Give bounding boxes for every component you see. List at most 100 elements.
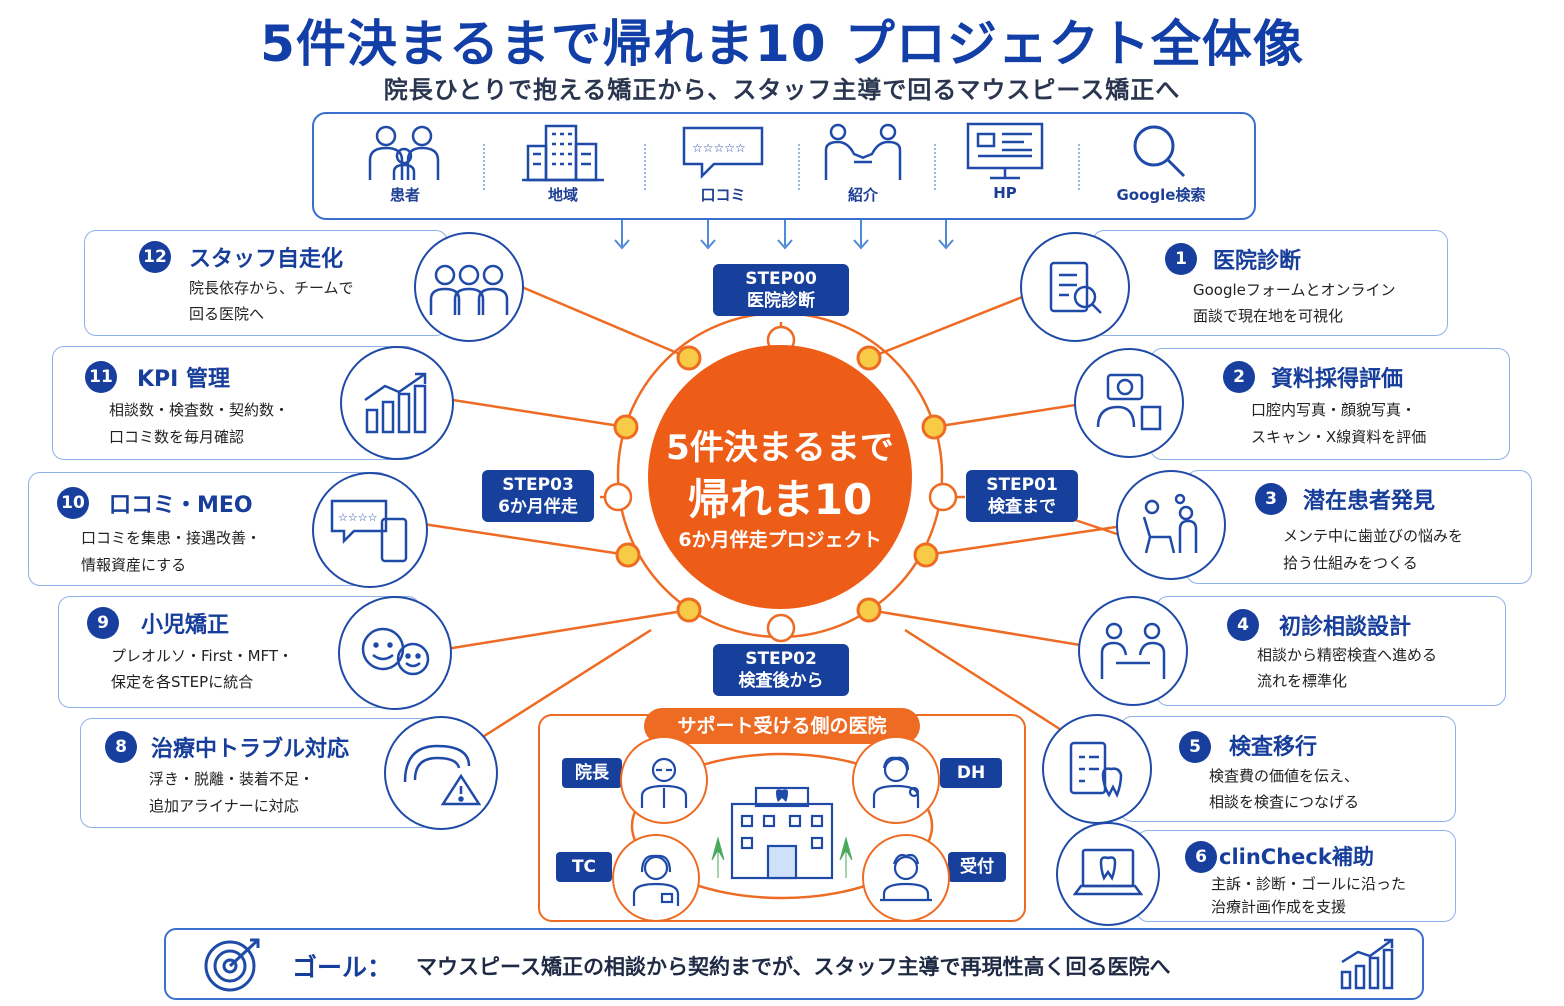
children-icon <box>361 627 430 676</box>
step-code: STEP02 <box>745 649 817 669</box>
item-icon-circle-10: ☆☆☆☆ <box>312 472 428 588</box>
staff-team-icon <box>429 264 509 315</box>
item-desc-line2: 情報資産にする <box>81 556 187 574</box>
step-name: 検査後から <box>738 671 824 691</box>
center-title-line1: 5件決まるまで <box>666 428 894 468</box>
item-title: スタッフ自走化 <box>189 247 344 272</box>
item-card-5: 5 検査移行 検査費の価値を伝え、 相談を検査につなげる <box>1120 716 1456 822</box>
item-title: 口コミ・MEO <box>109 493 253 518</box>
tc-avatar <box>612 834 700 922</box>
item-number: 11 <box>85 361 117 393</box>
item-desc-line1: 相談数・検査数・契約数・ <box>109 401 290 419</box>
item-title: 資料採得評価 <box>1271 367 1404 392</box>
source-homepage: HP <box>940 122 1070 202</box>
source-reviews: ☆☆☆☆☆ 口コミ <box>658 122 788 205</box>
item-number: 1 <box>1165 243 1197 275</box>
step-name: 検査まで <box>988 497 1056 517</box>
center-hub <box>648 345 912 609</box>
item-icon-circle-8 <box>384 716 498 830</box>
item-number: 9 <box>87 607 119 639</box>
laptop-tooth-icon <box>1073 848 1143 896</box>
role-director: 院長 <box>562 758 622 788</box>
growth-chart-icon <box>1340 938 1394 990</box>
review-bubble-icon: ☆☆☆☆☆ <box>682 126 764 180</box>
source-label: HP <box>993 184 1017 202</box>
item-title: KPI 管理 <box>137 367 231 392</box>
role-reception: 受付 <box>948 852 1006 882</box>
goal-label: ゴール： <box>292 953 393 982</box>
item-title: 検査移行 <box>1229 735 1318 760</box>
source-region: 地域 <box>498 122 628 205</box>
coordinator-icon <box>632 854 680 906</box>
monitor-icon <box>966 122 1044 180</box>
item-desc-line2: 治療計画作成を支援 <box>1211 898 1347 916</box>
item-desc-line1: 口コミを集患・接遇改善・ <box>81 529 262 547</box>
item-desc-line2: 相談を検査につなげる <box>1209 793 1360 811</box>
item-number: 5 <box>1179 731 1211 763</box>
source-label: 地域 <box>547 186 578 204</box>
item-title: 潜在患者発見 <box>1303 489 1436 514</box>
source-patients: 患者 <box>340 122 470 205</box>
item-card-2: 2 資料採得評価 口腔内写真・顔貌写真・ スキャン・X線資料を評価 <box>1150 348 1510 460</box>
item-desc-line1: Googleフォームとオンライン <box>1193 281 1396 299</box>
source-referral: 紹介 <box>798 122 928 205</box>
center-subtitle: 6か月伴走プロジェクト <box>678 529 882 551</box>
step-name: 6か月伴走 <box>498 497 578 517</box>
step00-label: STEP00 医院診断 <box>713 264 849 316</box>
svg-text:☆☆☆☆: ☆☆☆☆ <box>338 511 378 524</box>
goal-text: マウスピース矯正の相談から契約までが、スタッフ主導で再現性高く回る医院へ <box>416 955 1171 979</box>
center-title-line2: 帰れま10 <box>687 475 873 524</box>
item-number: 3 <box>1255 483 1287 515</box>
item-number: 2 <box>1223 361 1255 393</box>
role-dh: DH <box>940 758 1002 788</box>
consultation-icon <box>1100 622 1166 679</box>
target-icon <box>204 938 260 992</box>
reception-avatar <box>862 834 950 922</box>
step-code: STEP03 <box>502 475 574 495</box>
step-code: STEP01 <box>986 475 1058 495</box>
item-title: 初診相談設計 <box>1279 615 1412 640</box>
step-code: STEP00 <box>745 269 817 289</box>
hygienist-icon <box>872 756 920 808</box>
dh-avatar <box>852 736 940 824</box>
source-google-search: Google検索 <box>1096 122 1226 205</box>
item-icon-circle-4 <box>1078 596 1188 706</box>
item-desc-line1: 口腔内写真・顔貌写真・ <box>1251 401 1417 419</box>
inflow-channels-box: 患者 地域 ☆☆☆☆☆ 口コミ <box>312 112 1256 220</box>
page-subtitle: 院長ひとりで抱える矯正から、スタッフ主導で回るマウスピース矯正へ <box>383 76 1181 104</box>
step03-label: STEP03 6か月伴走 <box>482 470 594 522</box>
item-card-4: 4 初診相談設計 相談から精密検査へ進める 流れを標準化 <box>1156 596 1506 706</box>
source-label: 紹介 <box>847 186 878 204</box>
item-icon-circle-3 <box>1116 470 1226 580</box>
buildings-icon <box>522 124 604 182</box>
aligner-warning-icon <box>403 744 481 806</box>
item-title: 医院診断 <box>1213 249 1302 274</box>
item-desc-line2: 回る医院へ <box>189 305 265 323</box>
step02-label: STEP02 検査後から <box>713 644 849 696</box>
item-desc-line2: 面談で現在地を可視化 <box>1193 307 1344 325</box>
item-card-6: 6 clinCheck補助 主訴・診断・ゴールに沿った 治療計画作成を支援 <box>1136 830 1456 922</box>
item-title: 小児矯正 <box>141 613 230 638</box>
item-icon-circle-1 <box>1020 232 1130 342</box>
item-icon-circle-2 <box>1074 348 1184 458</box>
page-title: 5件決まるまで帰れま10 プロジェクト全体像 <box>260 15 1304 73</box>
item-desc-line1: 相談から精密検査へ進める <box>1257 646 1438 664</box>
item-desc-line2: 流れを標準化 <box>1257 672 1348 690</box>
item-desc-line2: スキャン・X線資料を評価 <box>1251 428 1427 446</box>
item-desc-line1: メンテ中に歯並びの悩みを <box>1283 527 1464 545</box>
item-desc-line2: 保定を各STEPに統合 <box>111 673 254 691</box>
clinic-building-icon <box>711 786 853 880</box>
review-phone-icon: ☆☆☆☆ <box>330 499 408 563</box>
item-number: 12 <box>139 241 171 273</box>
item-title: clinCheck補助 <box>1219 845 1374 869</box>
goal-banner: ゴール： マウスピース矯正の相談から契約までが、スタッフ主導で再現性高く回る医院… <box>164 928 1424 1000</box>
magnifier-icon <box>1133 125 1186 178</box>
handshake-icon <box>824 123 902 180</box>
doctor-icon <box>640 757 688 808</box>
step-name: 医院診断 <box>747 291 815 311</box>
receptionist-icon <box>880 853 932 902</box>
item-icon-circle-6 <box>1056 822 1160 926</box>
source-label: 患者 <box>389 186 420 204</box>
item-desc-line1: 院長依存から、チームで <box>189 279 354 297</box>
